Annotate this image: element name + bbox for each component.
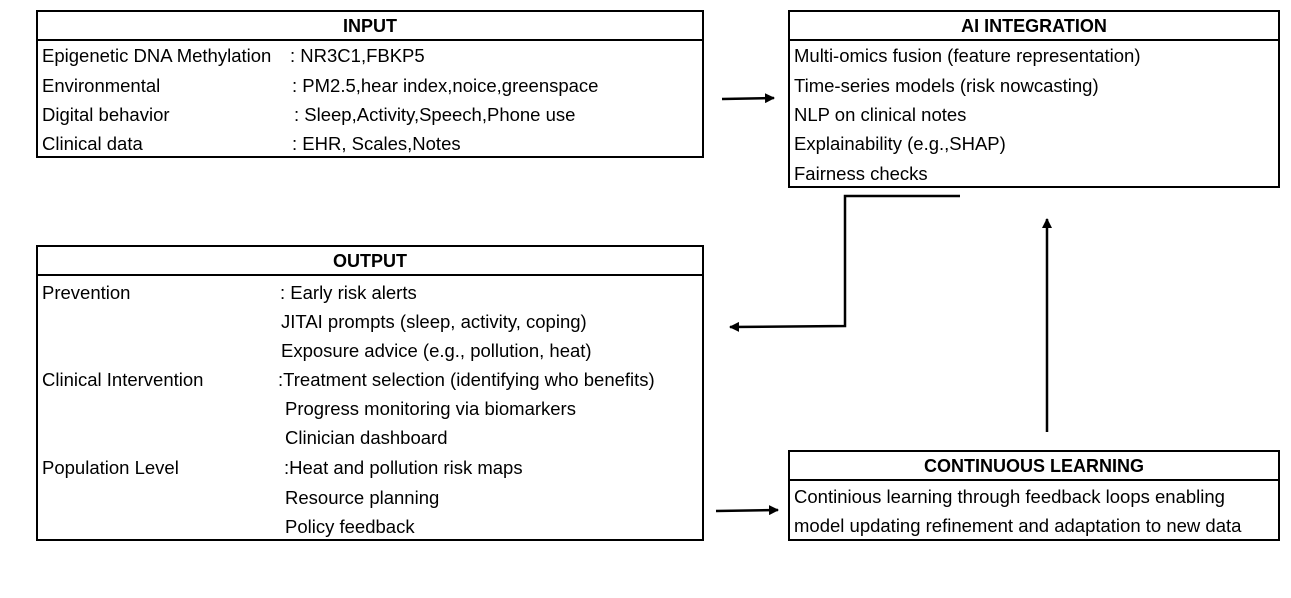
output-item-dashboard: Clinician dashboard (285, 427, 448, 448)
ai-item-timeseries: Time-series models (risk nowcasting) (794, 75, 1099, 96)
output-box: OUTPUT Prevention : Early risk alerts JI… (36, 245, 704, 541)
input-label-clinical: Clinical data (42, 133, 143, 154)
continuous-learning-box: CONTINUOUS LEARNING Continious learning … (788, 450, 1280, 541)
arrow-output-to-learning (715, 505, 779, 516)
output-item-policy: Policy feedback (285, 516, 415, 537)
ai-integration-title: AI INTEGRATION (790, 12, 1278, 41)
continuous-learning-line-1: Continious learning through feedback loo… (794, 486, 1225, 507)
ai-item-explainability: Explainability (e.g.,SHAP) (794, 133, 1006, 154)
output-item-jitai: JITAI prompts (sleep, activity, coping) (281, 311, 587, 332)
output-title: OUTPUT (38, 247, 702, 276)
input-value-clinical: : EHR, Scales,Notes (292, 133, 461, 154)
output-item-progress: Progress monitoring via biomarkers (285, 398, 576, 419)
ai-item-multiomics: Multi-omics fusion (feature representati… (794, 45, 1141, 66)
output-label-population: Population Level (42, 457, 179, 478)
input-label-epigenetic: Epigenetic DNA Methylation (42, 45, 272, 66)
ai-integration-box: AI INTEGRATION Multi-omics fusion (featu… (788, 10, 1280, 188)
output-item-treatment: :Treatment selection (identifying who be… (278, 369, 655, 390)
output-item-exposure: Exposure advice (e.g., pollution, heat) (281, 340, 592, 361)
input-box: INPUT Epigenetic DNA Methylation : NR3C1… (36, 10, 704, 158)
input-label-digital: Digital behavior (42, 104, 170, 125)
arrow-ai-to-output (729, 194, 960, 332)
continuous-learning-line-2: model updating refinement and adaptation… (794, 515, 1242, 536)
output-item-risk-maps: :Heat and pollution risk maps (284, 457, 523, 478)
output-label-clinical: Clinical Intervention (42, 369, 204, 390)
input-value-epigenetic: : NR3C1,FBKP5 (290, 45, 425, 66)
input-value-digital: : Sleep,Activity,Speech,Phone use (294, 104, 576, 125)
output-label-prevention: Prevention (42, 282, 131, 303)
continuous-learning-title: CONTINUOUS LEARNING (790, 452, 1278, 481)
ai-item-nlp: NLP on clinical notes (794, 104, 967, 125)
output-item-early-risk: : Early risk alerts (280, 282, 417, 303)
input-value-environmental: : PM2.5,hear index,noice,greenspace (292, 75, 599, 96)
ai-item-fairness: Fairness checks (794, 163, 928, 184)
input-label-environmental: Environmental (42, 75, 161, 96)
output-item-resource: Resource planning (285, 487, 440, 508)
input-title: INPUT (38, 12, 702, 41)
arrow-input-to-ai (721, 93, 775, 104)
